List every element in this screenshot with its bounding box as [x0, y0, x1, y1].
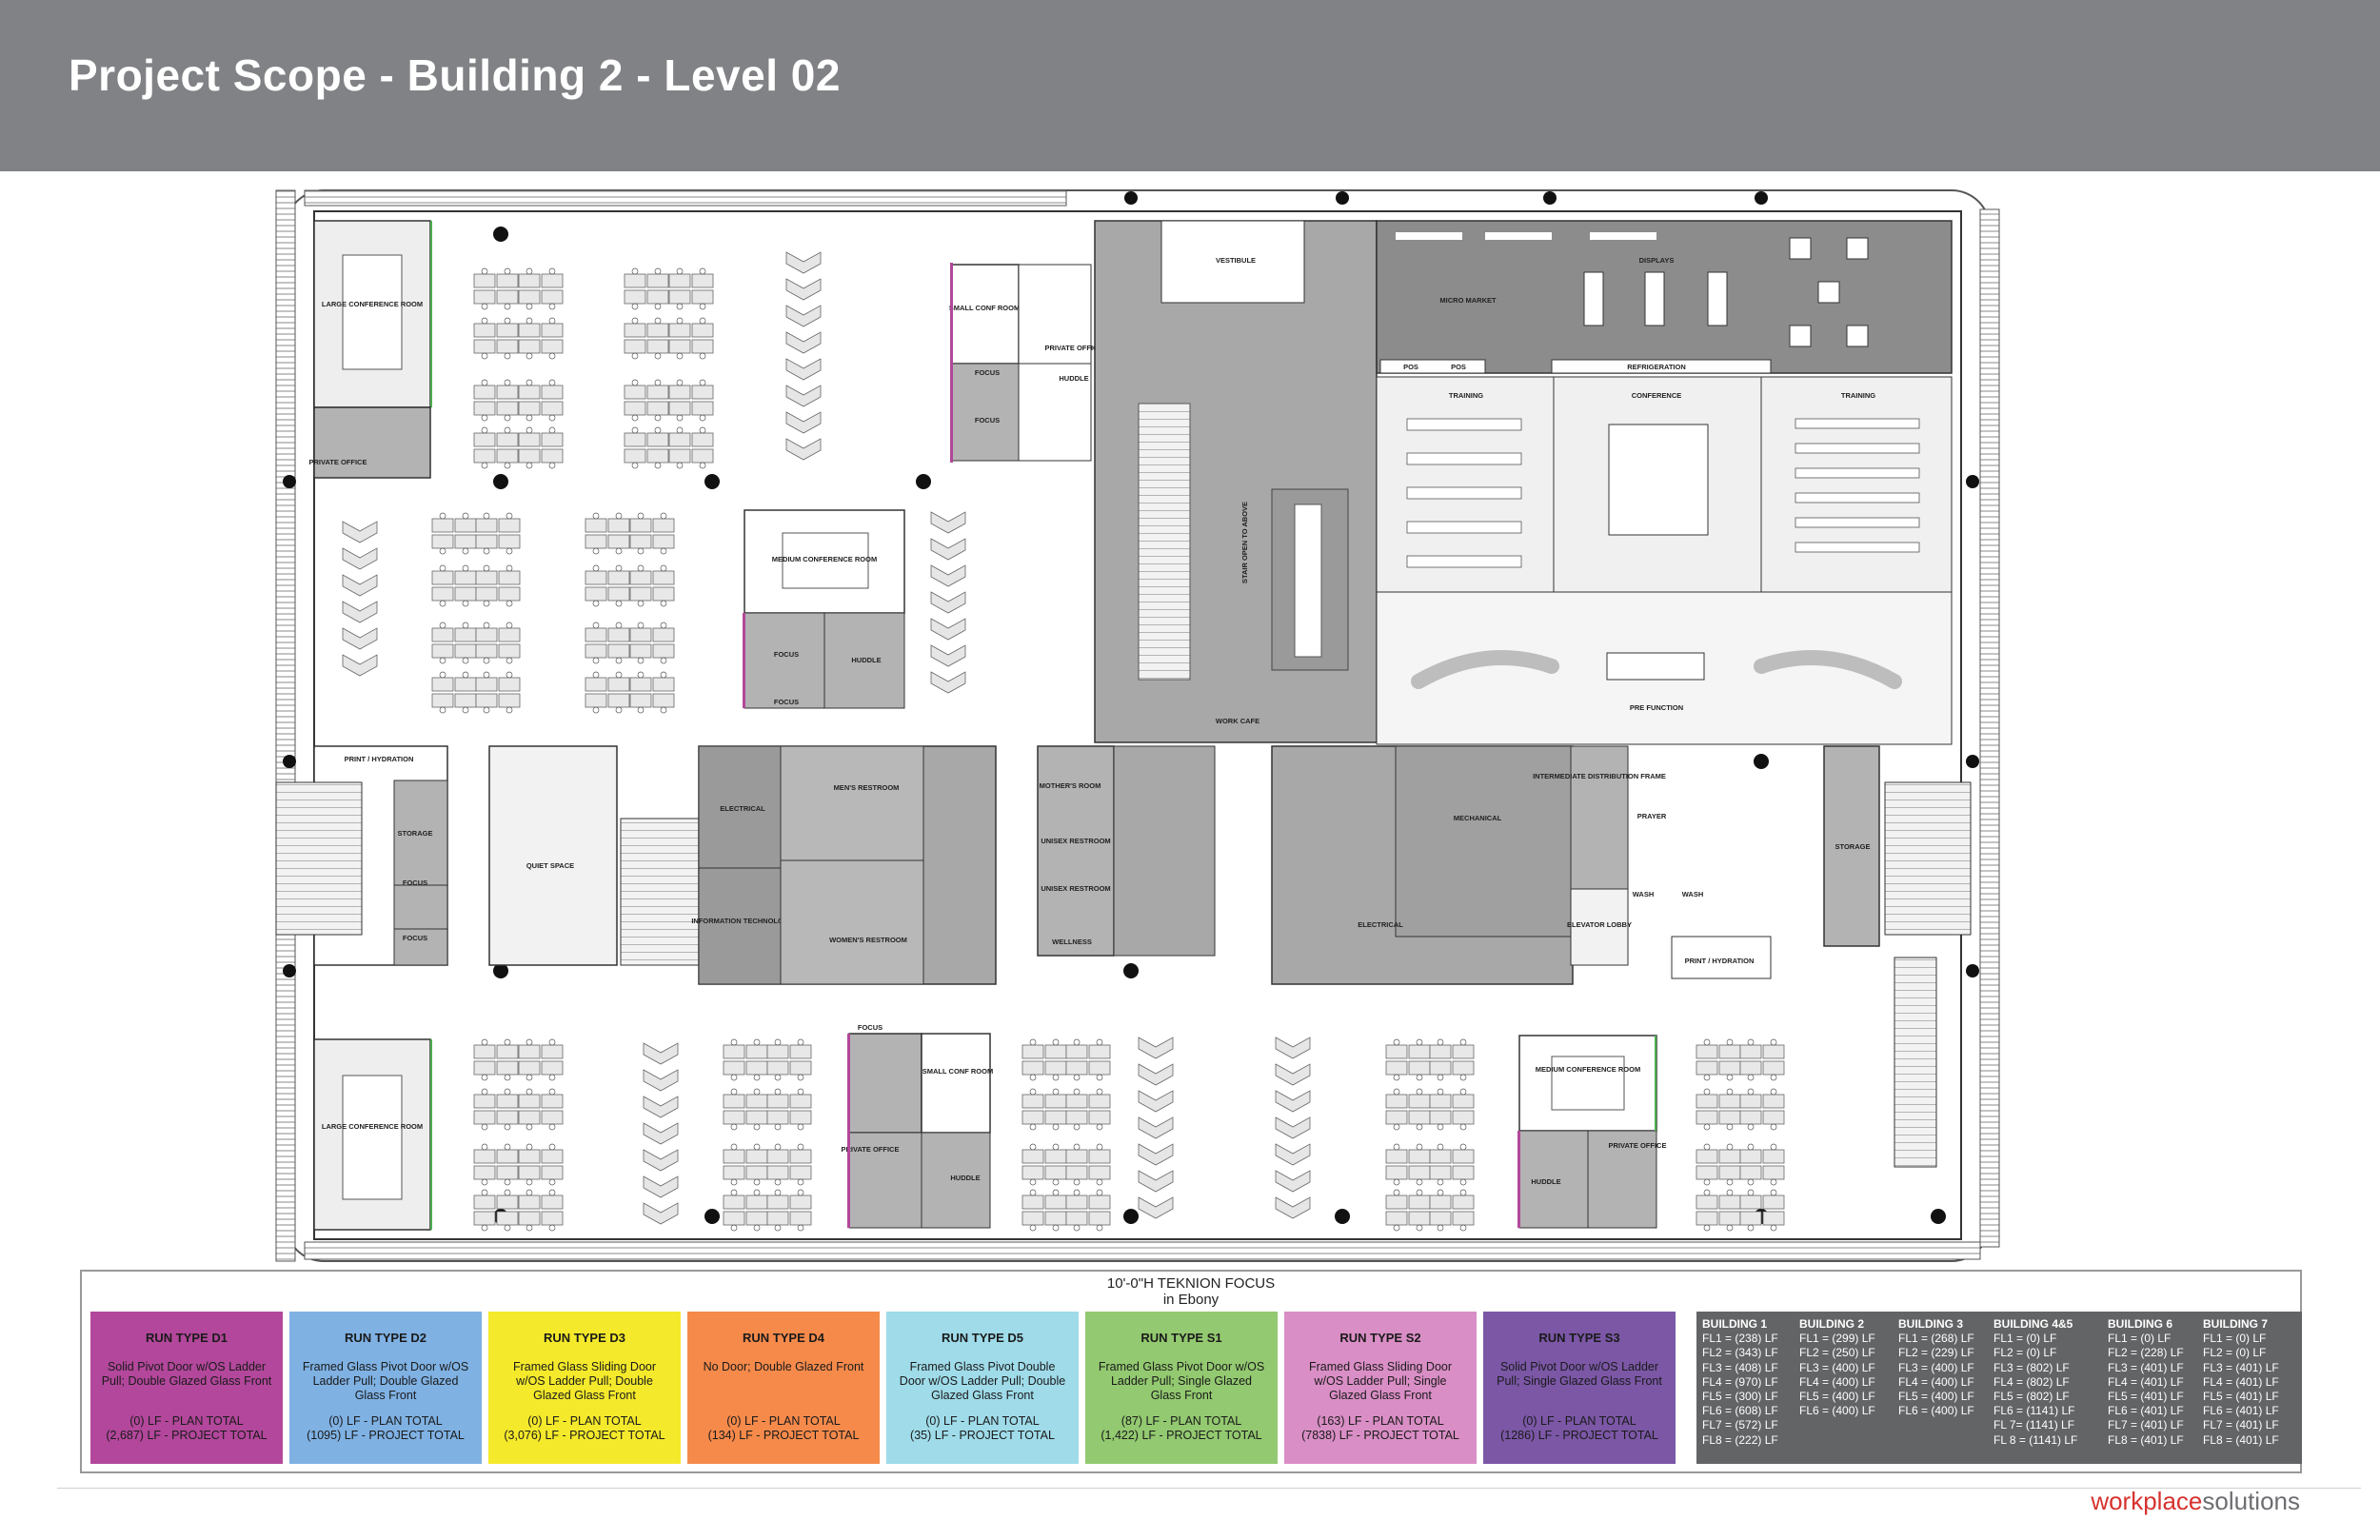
svg-text:FOCUS: FOCUS: [774, 650, 799, 659]
svg-text:PRAYER: PRAYER: [1637, 812, 1667, 820]
svg-text:MEDIUM CONFERENCE ROOM: MEDIUM CONFERENCE ROOM: [772, 555, 877, 563]
title-bar: Project Scope - Building 2 - Level 02: [0, 0, 2380, 171]
svg-text:POS: POS: [1451, 363, 1466, 371]
svg-text:DISPLAYS: DISPLAYS: [1639, 256, 1675, 265]
svg-text:WASH: WASH: [1633, 890, 1655, 898]
svg-text:LARGE CONFERENCE ROOM: LARGE CONFERENCE ROOM: [322, 300, 423, 308]
svg-text:REFRIGERATION: REFRIGERATION: [1627, 363, 1686, 371]
svg-text:PRIVATE OFFICE: PRIVATE OFFICE: [842, 1145, 900, 1154]
footer-divider: [57, 1488, 2361, 1489]
svg-text:MEDIUM CONFERENCE ROOM: MEDIUM CONFERENCE ROOM: [1536, 1065, 1640, 1074]
svg-text:HUDDLE: HUDDLE: [950, 1174, 980, 1182]
svg-text:PRIVATE OFFICE: PRIVATE OFFICE: [309, 458, 367, 466]
building-4-5-column: BUILDING 4&5 FL1 = (0) LF FL2 = (0) LF F…: [1993, 1317, 2078, 1447]
svg-text:FOCUS: FOCUS: [403, 934, 427, 942]
svg-text:WORK CAFE: WORK CAFE: [1216, 717, 1259, 725]
legend-title: 10'-0"H TEKNION FOCUS in Ebony: [1106, 1275, 1276, 1308]
run-type-s2: RUN TYPE S2 Framed Glass Sliding Door w/…: [1284, 1312, 1477, 1464]
svg-text:SMALL CONF ROOM: SMALL CONF ROOM: [922, 1067, 993, 1076]
svg-text:TRAINING: TRAINING: [1841, 391, 1875, 400]
svg-text:HUDDLE: HUDDLE: [851, 656, 881, 664]
svg-text:WELLNESS: WELLNESS: [1052, 938, 1092, 946]
svg-text:ELEVATOR LOBBY: ELEVATOR LOBBY: [1567, 920, 1632, 929]
svg-text:PRINT / HYDRATION: PRINT / HYDRATION: [1685, 957, 1755, 965]
building-1-column: BUILDING 1 FL1 = (238) LF FL2 = (343) LF…: [1702, 1317, 1778, 1447]
building-totals: BUILDING 1 FL1 = (238) LF FL2 = (343) LF…: [1696, 1312, 2302, 1464]
svg-text:CONFERENCE: CONFERENCE: [1632, 391, 1682, 400]
svg-text:STORAGE: STORAGE: [1835, 842, 1871, 851]
building-6-column: BUILDING 6 FL1 = (0) LF FL2 = (228) LF F…: [2108, 1317, 2184, 1447]
building-7-column: BUILDING 7 FL1 = (0) LF FL2 = (0) LF FL3…: [2203, 1317, 2279, 1447]
svg-text:FOCUS: FOCUS: [858, 1023, 883, 1032]
svg-text:PRIVATE OFFICE: PRIVATE OFFICE: [1609, 1141, 1667, 1150]
svg-text:UNISEX RESTROOM: UNISEX RESTROOM: [1041, 837, 1110, 845]
svg-text:ELECTRICAL: ELECTRICAL: [720, 804, 765, 813]
svg-text:WASH: WASH: [1682, 890, 1704, 898]
run-type-s1: RUN TYPE S1 Framed Glass Pivot Door w/OS…: [1085, 1312, 1278, 1464]
svg-text:INFORMATION TECHNOLOGY: INFORMATION TECHNOLOGY: [691, 917, 793, 925]
svg-text:PRE FUNCTION: PRE FUNCTION: [1630, 703, 1683, 712]
building-3-column: BUILDING 3 FL1 = (268) LF FL2 = (229) LF…: [1898, 1317, 1974, 1418]
svg-text:LARGE CONFERENCE ROOM: LARGE CONFERENCE ROOM: [322, 1122, 423, 1131]
svg-text:MICRO MARKET: MICRO MARKET: [1439, 296, 1497, 305]
legend-panel: 10'-0"H TEKNION FOCUS in Ebony RUN TYPE …: [80, 1270, 2302, 1473]
svg-text:POS: POS: [1403, 363, 1418, 371]
page-title: Project Scope - Building 2 - Level 02: [69, 50, 841, 100]
svg-text:QUIET SPACE: QUIET SPACE: [526, 861, 574, 870]
floor-plan: LARGE CONFERENCE ROOM PRIVATE OFFICE SMA…: [275, 189, 2000, 1262]
svg-text:SMALL CONF ROOM: SMALL CONF ROOM: [949, 304, 1020, 312]
run-type-d3: RUN TYPE D3 Framed Glass Sliding Door w/…: [488, 1312, 681, 1464]
svg-text:VESTIBULE: VESTIBULE: [1216, 256, 1256, 265]
svg-text:INTERMEDIATE DISTRIBUTION FRAM: INTERMEDIATE DISTRIBUTION FRAME: [1533, 772, 1666, 780]
svg-text:HUDDLE: HUDDLE: [1531, 1177, 1560, 1186]
svg-text:PRINT / HYDRATION: PRINT / HYDRATION: [345, 755, 414, 763]
run-type-d4: RUN TYPE D4 No Door; Double Glazed Front…: [687, 1312, 880, 1464]
brand-logo: workplacesolutions: [2091, 1487, 2300, 1515]
building-2-column: BUILDING 2 FL1 = (299) LF FL2 = (250) LF…: [1799, 1317, 1875, 1418]
svg-text:WOMEN'S RESTROOM: WOMEN'S RESTROOM: [829, 936, 907, 944]
svg-text:TRAINING: TRAINING: [1449, 391, 1483, 400]
svg-text:ELECTRICAL: ELECTRICAL: [1358, 920, 1403, 929]
svg-text:FOCUS: FOCUS: [403, 879, 427, 887]
svg-text:HUDDLE: HUDDLE: [1059, 374, 1088, 383]
svg-text:STORAGE: STORAGE: [398, 829, 433, 838]
svg-text:MECHANICAL: MECHANICAL: [1454, 814, 1502, 822]
svg-text:MEN'S RESTROOM: MEN'S RESTROOM: [834, 783, 900, 792]
svg-text:FOCUS: FOCUS: [975, 416, 1000, 424]
svg-text:STAIR OPEN TO ABOVE: STAIR OPEN TO ABOVE: [1240, 502, 1249, 583]
svg-text:PRIVATE OFFICE: PRIVATE OFFICE: [1045, 344, 1103, 352]
svg-text:MOTHER'S ROOM: MOTHER'S ROOM: [1040, 781, 1101, 790]
svg-text:FOCUS: FOCUS: [774, 698, 799, 706]
run-type-d1: RUN TYPE D1 Solid Pivot Door w/OS Ladder…: [90, 1312, 283, 1464]
svg-text:FOCUS: FOCUS: [975, 368, 1000, 377]
svg-text:UNISEX RESTROOM: UNISEX RESTROOM: [1041, 884, 1110, 893]
run-type-d2: RUN TYPE D2 Framed Glass Pivot Door w/OS…: [289, 1312, 482, 1464]
run-type-s3: RUN TYPE S3 Solid Pivot Door w/OS Ladder…: [1483, 1312, 1676, 1464]
run-type-d5: RUN TYPE D5 Framed Glass Pivot Double Do…: [886, 1312, 1079, 1464]
